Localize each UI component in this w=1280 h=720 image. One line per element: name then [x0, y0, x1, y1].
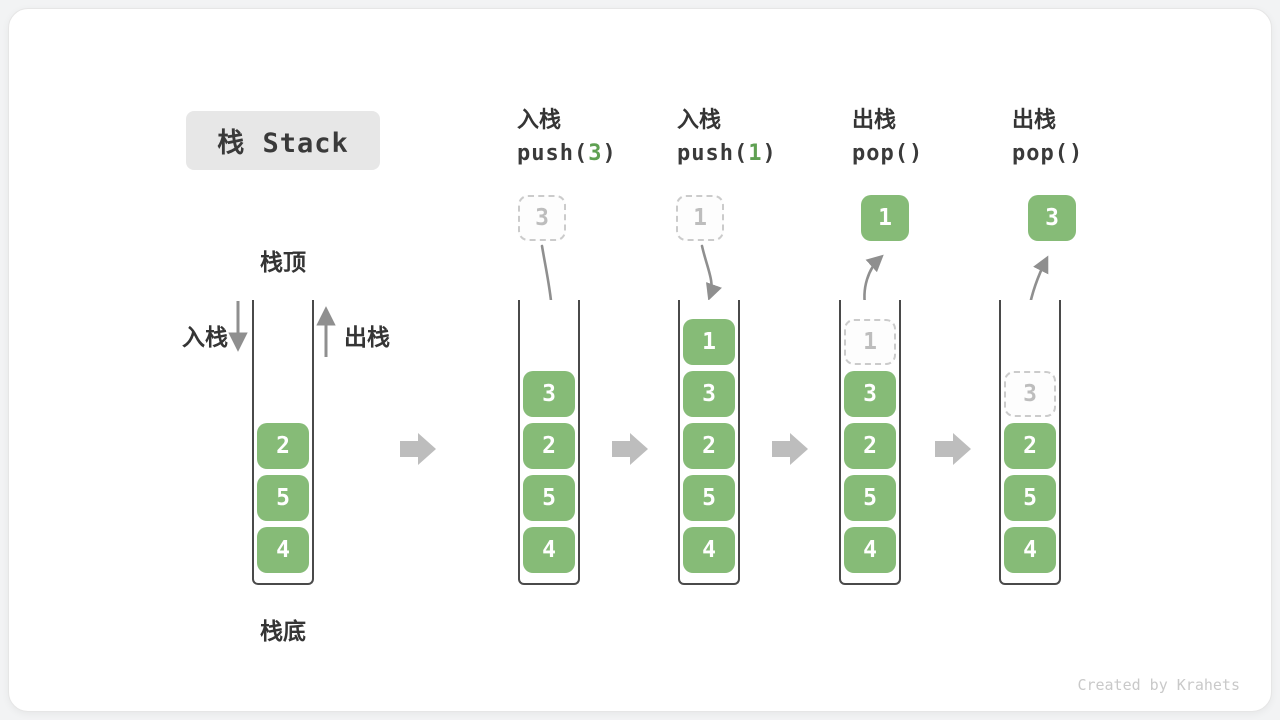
stack-top-label: 栈顶 — [260, 249, 306, 275]
next-step-arrow-icon — [772, 433, 808, 465]
popped-element: 1 — [861, 195, 909, 241]
operation-code: pop() — [1012, 140, 1083, 167]
stack-cell: 5 — [523, 475, 575, 521]
code-pre: push( — [517, 141, 589, 166]
stack-cell: 5 — [1004, 475, 1056, 521]
element-move-arrow-icon — [700, 244, 722, 301]
stack-cell-ghost: 1 — [844, 319, 896, 365]
incoming-element: 1 — [676, 195, 724, 241]
stack-cell: 4 — [257, 527, 309, 573]
operation-label-cn: 入栈 — [517, 107, 562, 132]
push-side-label: 入栈 — [182, 324, 228, 350]
stack-cell: 2 — [523, 423, 575, 469]
next-step-arrow-icon — [612, 433, 648, 465]
operation-label: 出栈 pop() — [852, 107, 923, 167]
stack-bottom-label: 栈底 — [260, 618, 306, 644]
operation-label-cn: 出栈 — [852, 107, 897, 132]
operation-label-cn: 出栈 — [1012, 107, 1057, 132]
stack-cell: 4 — [683, 527, 735, 573]
stack-cell: 2 — [844, 423, 896, 469]
code-pre: pop() — [852, 141, 924, 166]
stack-cell: 4 — [523, 527, 575, 573]
stack-cell-ghost: 3 — [1004, 371, 1056, 417]
stack-cell: 2 — [257, 423, 309, 469]
stack-cell: 5 — [683, 475, 735, 521]
code-pre: pop() — [1012, 141, 1084, 166]
operation-label-cn: 入栈 — [677, 107, 722, 132]
stack-cell: 1 — [683, 319, 735, 365]
pop-side-label: 出栈 — [344, 324, 390, 350]
stack-cell: 3 — [683, 371, 735, 417]
next-step-arrow-icon — [935, 433, 971, 465]
stack-cell: 4 — [844, 527, 896, 573]
stack-cell: 3 — [844, 371, 896, 417]
footer-credit: Created by Krahets — [1077, 676, 1240, 694]
operation-label: 入栈 push(3) — [517, 107, 617, 167]
operation-code: push(1) — [677, 140, 777, 167]
operation-code: pop() — [852, 140, 923, 167]
stack-cell: 3 — [523, 371, 575, 417]
stack-cell: 5 — [257, 475, 309, 521]
next-step-arrow-icon — [400, 433, 436, 465]
code-pre: push( — [677, 141, 749, 166]
code-post: ) — [762, 141, 777, 166]
stack-cell: 4 — [1004, 527, 1056, 573]
incoming-element: 3 — [518, 195, 566, 241]
code-arg: 3 — [588, 141, 603, 166]
operation-label: 出栈 pop() — [1012, 107, 1083, 167]
code-arg: 1 — [748, 141, 763, 166]
code-post: ) — [602, 141, 617, 166]
operation-code: push(3) — [517, 140, 617, 167]
popped-element: 3 — [1028, 195, 1076, 241]
stack-cell: 5 — [844, 475, 896, 521]
stack-cell: 2 — [683, 423, 735, 469]
stack-cell: 2 — [1004, 423, 1056, 469]
page-title: 栈 Stack — [186, 111, 380, 170]
operation-label: 入栈 push(1) — [677, 107, 777, 167]
